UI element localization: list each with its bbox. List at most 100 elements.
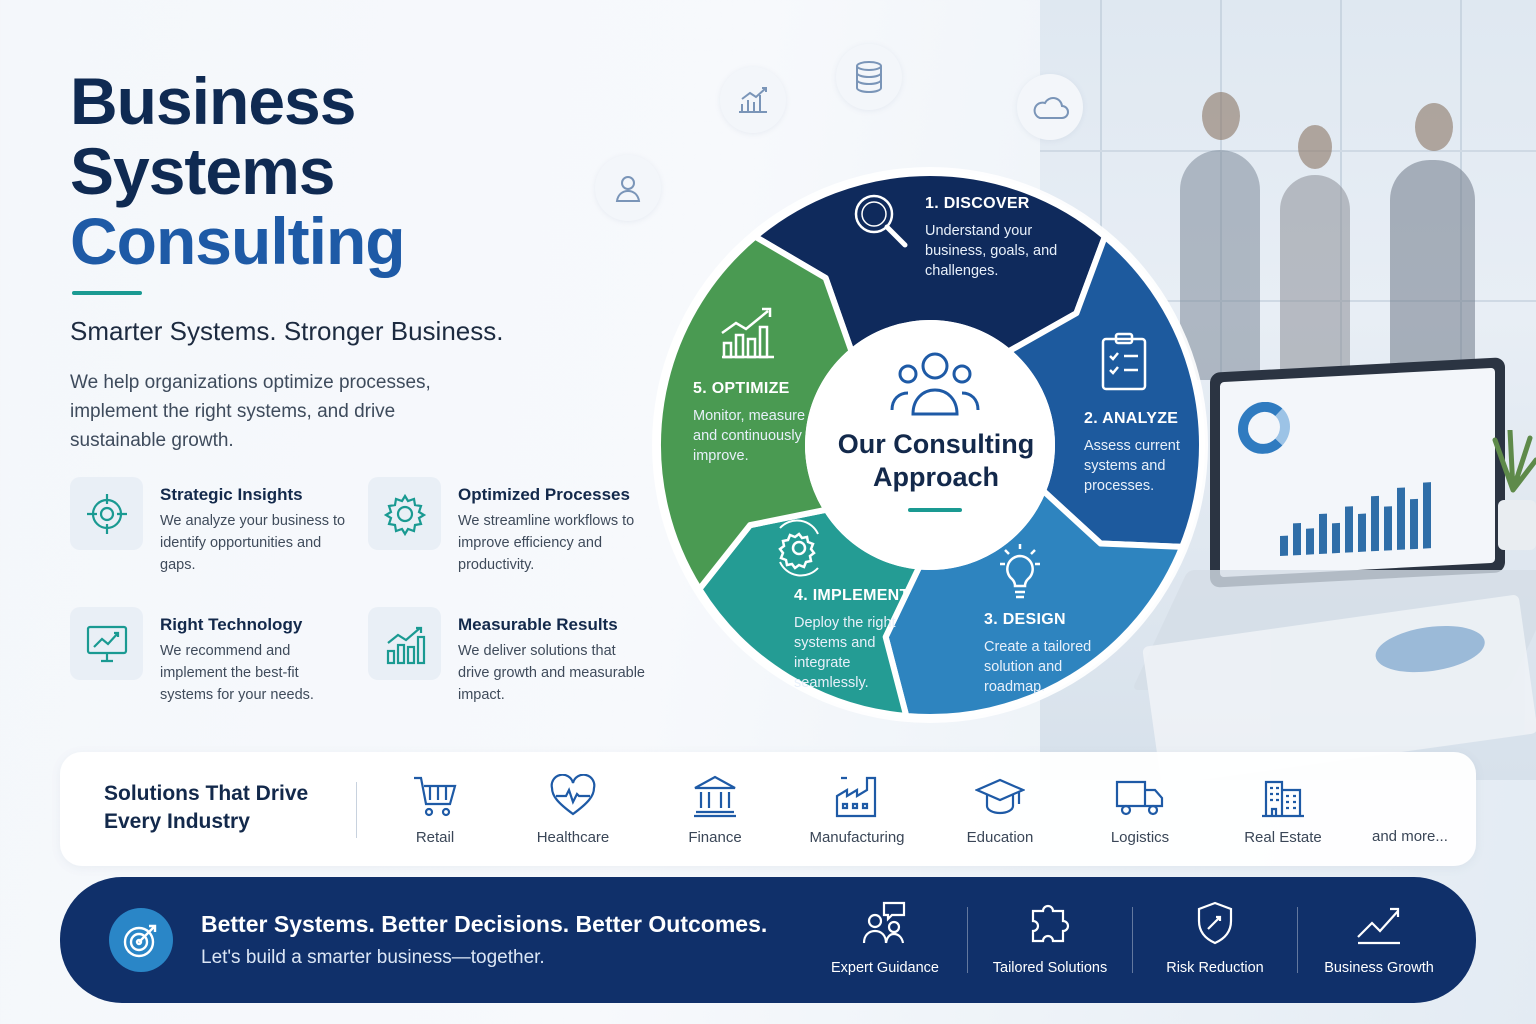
intro-text: We help organizations optimize processes… <box>70 372 431 451</box>
target-icon <box>70 477 143 550</box>
industries-separator <box>356 782 357 838</box>
banner-separator <box>967 907 968 973</box>
approach-center-title: Our Consulting Approach <box>826 428 1046 494</box>
industry-real-estate[interactable]: Real Estate <box>1213 774 1353 846</box>
feature-desc: We deliver solutions that drive growth a… <box>458 643 645 703</box>
feature-title: Measurable Results <box>458 615 618 634</box>
bar-growth-icon <box>368 607 441 680</box>
step-desc: Monitor, measure and continuously improv… <box>693 408 806 464</box>
graduation-cap-icon <box>974 778 1026 815</box>
gear-cycle-icon <box>778 519 819 577</box>
analytics-icon <box>720 67 786 133</box>
step-title: 2. ANALYZE <box>1084 410 1179 427</box>
step-analyze: 2. ANALYZE Assess current systems and pr… <box>1084 410 1194 496</box>
step-title: 1. DISCOVER <box>925 195 1030 212</box>
industry-label: Manufacturing <box>809 829 905 846</box>
step-desc: Assess current systems and processes. <box>1084 438 1180 494</box>
feature-desc: We streamline workflows to improve effic… <box>458 513 635 573</box>
industry-education[interactable]: Education <box>930 774 1070 846</box>
plant-image <box>1492 430 1536 550</box>
feature-strategic-insights: Strategic Insights We analyze your busin… <box>70 477 350 587</box>
step-title: 4. IMPLEMENT <box>794 587 910 604</box>
step-design: 3. DESIGN Create a tailored solution and… <box>984 611 1109 697</box>
center-line-2: Approach <box>872 462 999 492</box>
wheel-center-circle <box>805 320 1055 570</box>
user-icon <box>595 155 661 221</box>
heart-pulse-icon <box>550 773 596 816</box>
target-arrow-icon <box>109 908 173 972</box>
database-icon <box>836 44 902 110</box>
wheel-graphic <box>652 167 1208 723</box>
step-title: 5. OPTIMIZE <box>693 380 790 397</box>
bank-icon <box>694 775 736 818</box>
consulting-approach-wheel <box>640 155 1220 735</box>
gear-icon <box>368 477 441 550</box>
title-line-3: Consulting <box>70 204 406 278</box>
industry-label: Healthcare <box>536 829 610 846</box>
benefit-label: Tailored Solutions <box>992 960 1108 976</box>
benefit-tailored-solutions: Tailored Solutions <box>975 901 1125 976</box>
benefit-expert-guidance: Expert Guidance <box>810 901 960 976</box>
clipboard-icon <box>1101 332 1147 391</box>
industry-finance[interactable]: Finance <box>645 774 785 846</box>
title-line-1: Business <box>70 64 356 138</box>
tagline: Smarter Systems. Stronger Business. <box>70 316 504 346</box>
feature-desc: We recommend and implement the best-fit … <box>160 643 314 703</box>
industry-label: Education <box>966 829 1034 846</box>
benefit-label: Expert Guidance <box>830 960 939 976</box>
title-divider <box>72 291 142 295</box>
title-line-2: Systems <box>70 134 336 208</box>
team-icon <box>890 352 980 416</box>
industry-retail[interactable]: Retail <box>365 774 505 846</box>
industry-manufacturing[interactable]: Manufacturing <box>787 774 927 846</box>
magnifier-icon <box>854 194 908 248</box>
industries-title: Solutions That Drive Every Industry <box>104 782 309 833</box>
industry-label: Real Estate <box>1244 829 1322 846</box>
step-desc: Understand your business, goals, and cha… <box>925 223 1058 279</box>
feature-title: Optimized Processes <box>458 485 630 504</box>
banner-separator <box>1297 907 1298 973</box>
feature-title: Right Technology <box>160 615 303 634</box>
feature-desc: We analyze your business to identify opp… <box>160 513 346 573</box>
monitor-chart-icon <box>70 607 143 680</box>
step-optimize: 5. OPTIMIZE Monitor, measure and continu… <box>693 380 813 466</box>
benefit-label: Business Growth <box>1324 960 1434 976</box>
building-icon <box>1262 780 1304 818</box>
feature-title: Strategic Insights <box>160 485 303 504</box>
benefit-label: Risk Reduction <box>1166 960 1264 976</box>
feature-optimized-processes: Optimized Processes We streamline workfl… <box>368 477 648 587</box>
industry-healthcare[interactable]: Healthcare <box>503 773 643 846</box>
feature-right-technology: Right Technology We recommend and implem… <box>70 607 350 717</box>
cart-icon <box>414 776 457 817</box>
page-title: Business Systems Consulting <box>70 64 406 278</box>
step-desc: Deploy the right systems and integrate s… <box>794 615 896 691</box>
cloud-icon <box>1017 74 1083 140</box>
step-title: 3. DESIGN <box>984 611 1066 628</box>
banner-title: Better Systems. Better Decisions. Better… <box>201 911 768 937</box>
industries-bar: Solutions That Drive Every Industry Reta… <box>60 752 1476 866</box>
puzzle-icon <box>1031 904 1070 943</box>
step-discover: 1. DISCOVER Understand your business, go… <box>925 195 1065 281</box>
industry-label: Retail <box>415 829 455 846</box>
benefit-business-growth: Business Growth <box>1304 901 1454 976</box>
trend-up-icon <box>1357 907 1400 945</box>
center-line-1: Our Consulting <box>837 429 1035 459</box>
industry-label: Logistics <box>1110 829 1170 846</box>
growth-chart-icon <box>721 307 774 359</box>
benefit-risk-reduction: Risk Reduction <box>1140 901 1290 976</box>
step-implement: 4. IMPLEMENT Deploy the right systems an… <box>794 587 919 693</box>
industry-label: Finance <box>688 829 742 846</box>
lightbulb-icon <box>1000 544 1040 599</box>
laptop-image <box>1210 357 1505 588</box>
truck-icon <box>1115 780 1164 816</box>
feature-measurable-results: Measurable Results We deliver solutions … <box>368 607 648 717</box>
shield-icon <box>1197 901 1233 945</box>
people-chat-icon <box>862 901 906 944</box>
step-desc: Create a tailored solution and roadmap. <box>984 639 1092 695</box>
factory-icon <box>835 776 877 818</box>
banner-subtitle: Let's build a smarter business—together. <box>201 947 545 968</box>
banner-separator <box>1132 907 1133 973</box>
industries-more[interactable]: and more... <box>1372 828 1448 845</box>
center-divider <box>908 508 962 512</box>
industry-logistics[interactable]: Logistics <box>1070 774 1210 846</box>
